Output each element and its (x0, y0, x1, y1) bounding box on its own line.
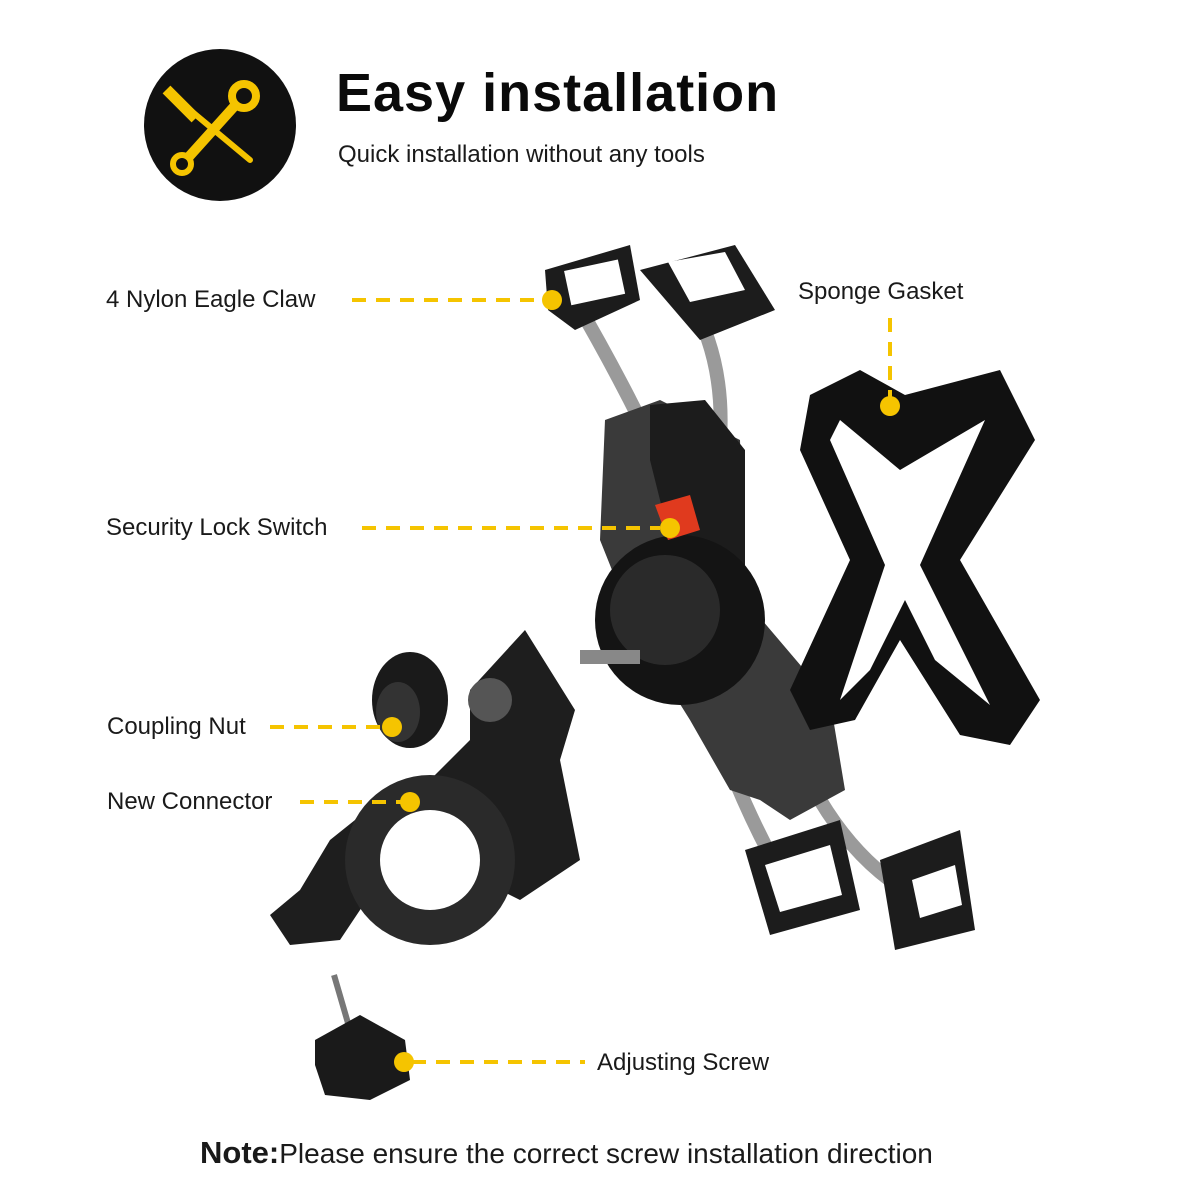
note-text: Please ensure the correct screw installa… (279, 1138, 933, 1169)
sponge-gasket (790, 370, 1040, 745)
label-sponge-gasket: Sponge Gasket (798, 278, 964, 305)
page-subtitle: Quick installation without any tools (338, 141, 705, 168)
connector (270, 630, 580, 945)
installation-note: Note:Please ensure the correct screw ins… (200, 1135, 933, 1171)
adjusting-screw (315, 974, 410, 1100)
page-title: Easy installation (336, 63, 780, 123)
note-prefix: Note: (200, 1135, 280, 1170)
label-adjusting-screw: Adjusting Screw (597, 1049, 770, 1076)
wrench-screwdriver-icon (144, 49, 296, 201)
label-new-connector: New Connector (107, 788, 273, 815)
label-eagle-claw: 4 Nylon Eagle Claw (106, 286, 316, 313)
leader-lines (270, 298, 892, 1064)
coupling-nut (372, 652, 448, 748)
label-security-lock-switch: Security Lock Switch (106, 514, 328, 541)
phone-holder-body (545, 245, 975, 950)
leader-dots (382, 290, 900, 1072)
label-coupling-nut: Coupling Nut (107, 713, 246, 740)
